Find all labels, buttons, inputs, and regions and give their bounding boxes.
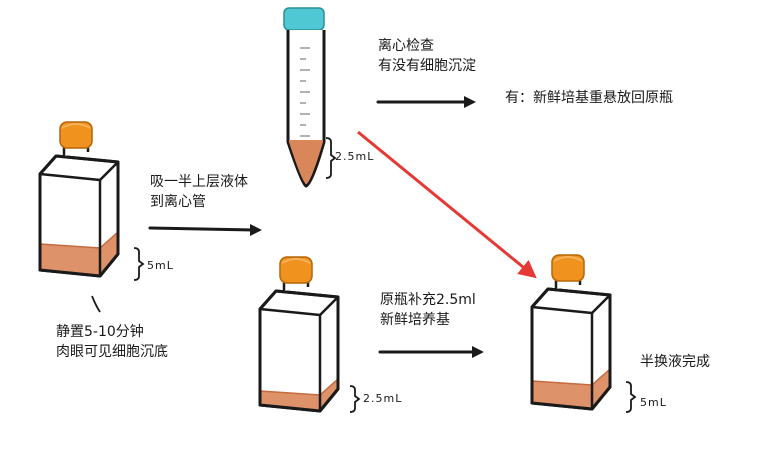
tube-volume: 2.5mL [335, 150, 375, 163]
flask-2-half [258, 256, 340, 413]
flask-cap-highlight [553, 256, 583, 262]
flask-1-full [38, 121, 120, 278]
flask3-volume: 5mL [640, 396, 667, 409]
flask1-volume: 5mL [147, 259, 174, 272]
step3-label: 离心检查 有没有细胞沉淀 [378, 36, 476, 76]
step2-line2: 到离心管 [150, 194, 206, 210]
arrow-to-tube-head [250, 224, 262, 236]
tube-volume-bracket [325, 137, 337, 179]
flask-cap-highlight [61, 123, 91, 129]
flask-cap-highlight [281, 258, 311, 264]
flask3-volume-bracket [625, 381, 637, 413]
flask2-volume: 2.5mL [363, 392, 403, 405]
step4-line2: 新鲜培养基 [380, 312, 450, 328]
arrow-to-tube [148, 226, 256, 232]
step3-line2: 有没有细胞沉淀 [378, 58, 476, 74]
arrow-to-refill-head [472, 346, 484, 358]
step1-label: 静置5-10分钟 肉眼可见细胞沉底 [56, 322, 168, 362]
step2-label: 吸一半上层液体 到离心管 [150, 172, 248, 212]
flask-cap [59, 121, 93, 149]
flask-medium [40, 232, 118, 276]
pointer-curve [91, 295, 101, 313]
step3-line1: 离心检查 [378, 38, 434, 54]
centrifuge-tube [283, 7, 326, 188]
step4-line1: 原瓶补充2.5ml [380, 292, 476, 308]
flask-medium [532, 369, 610, 409]
flask1-volume-bracket [133, 247, 145, 281]
step2-line1: 吸一半上层液体 [150, 174, 248, 190]
step4-label: 原瓶补充2.5ml 新鲜培养基 [380, 290, 476, 330]
flask-cap [551, 254, 585, 282]
tube-cap [283, 7, 325, 31]
step1-line1: 静置5-10分钟 [56, 324, 144, 340]
done-label: 半换液完成 [640, 354, 710, 370]
arrow-to-result-head [464, 96, 476, 108]
flask2-volume-bracket [349, 385, 361, 413]
result-yes-label: 有：新鲜培基重悬放回原瓶 [505, 90, 673, 106]
flask-medium [260, 379, 338, 411]
tube-medium [289, 140, 323, 184]
step1-line2: 肉眼可见细胞沉底 [56, 344, 168, 360]
flask-cap [279, 256, 313, 284]
flask-3-refilled [530, 254, 612, 411]
red-return-arrow [357, 130, 537, 279]
